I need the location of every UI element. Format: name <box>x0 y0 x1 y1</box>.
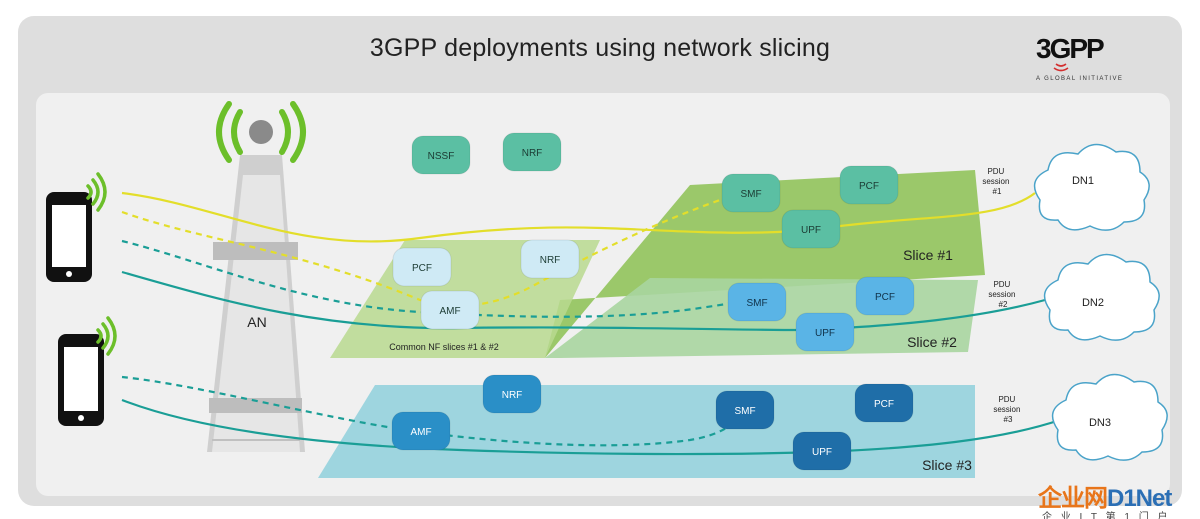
slice2-control-line <box>121 239 751 318</box>
node-pcf2: PCF <box>855 276 915 316</box>
node-smf3-label: SMF <box>734 406 755 417</box>
watermark-sub: 企 业 I T 第 1 门 户 <box>1042 512 1171 519</box>
slice3-user-line <box>121 398 1061 456</box>
node-nssf-label: NSSF <box>428 151 455 162</box>
node-amf-common: AMF <box>420 290 480 330</box>
slice1-plane <box>545 170 985 358</box>
node-amf3-box <box>391 411 451 451</box>
dn2-cloud <box>1043 253 1160 341</box>
node-smf3: SMF <box>715 390 775 430</box>
node-pcf2-label: PCF <box>875 292 895 303</box>
node-pcf-common-label: PCF <box>412 263 432 274</box>
pdu2-line3: #2 <box>999 300 1008 309</box>
node-smf3-box <box>715 390 775 430</box>
node-upf1-label: UPF <box>801 225 821 236</box>
node-upf3-label: UPF <box>812 447 832 458</box>
access-node-tower <box>207 101 306 452</box>
node-upf1: UPF <box>781 209 841 249</box>
node-nrf-common-box <box>520 239 580 279</box>
node-nrf-top: NRF <box>502 132 562 172</box>
slice3-label: Slice #3 <box>922 457 972 473</box>
slice2-label: Slice #2 <box>907 334 957 350</box>
node-amf3: AMF <box>391 411 451 451</box>
node-smf2-label: SMF <box>746 298 767 309</box>
dn3-label: DN3 <box>1089 417 1111 429</box>
dn2-label: DN2 <box>1082 297 1104 309</box>
node-upf2-label: UPF <box>815 328 835 339</box>
phone-1-icon <box>46 172 107 282</box>
common-nf-label: Common NF slices #1 & #2 <box>389 342 499 352</box>
dn1-cloud <box>1033 143 1150 231</box>
access-node-label: AN <box>247 314 266 330</box>
dn1-label: DN1 <box>1072 175 1094 187</box>
pdu1-line1: PDU <box>987 167 1004 176</box>
logo-tagline: A GLOBAL INITIATIVE <box>1036 76 1124 82</box>
node-pcf2-box <box>855 276 915 316</box>
node-smf1-label: SMF <box>740 189 761 200</box>
node-smf1: SMF <box>721 173 781 213</box>
page-title: 3GPP deployments using network slicing <box>369 34 831 62</box>
nf-nodes: NSSF NRF PCF NRF AMF SMF PCF UPF SMF PCF UPF NRF AMF… <box>391 132 915 471</box>
node-smf2-box <box>727 282 787 322</box>
logo-signal-icon <box>1053 63 1069 72</box>
node-upf3: UPF <box>792 431 852 471</box>
antenna-signal-icon <box>216 101 306 163</box>
node-pcf-common-box <box>392 247 452 287</box>
node-pcf3: PCF <box>854 383 914 423</box>
node-upf2-box <box>795 312 855 352</box>
node-pcf-common: PCF <box>392 247 452 287</box>
node-amf-common-label: AMF <box>439 306 460 317</box>
slice2-user-line <box>121 270 1046 332</box>
logo-mark: 3GPP <box>1036 33 1104 64</box>
pdu3-line1: PDU <box>998 395 1015 404</box>
phone-2-icon <box>58 316 117 426</box>
node-pcf1-box <box>839 165 899 205</box>
svg-text:PDU session #1: PDU session #1 <box>982 167 1011 196</box>
node-nrf3-label: NRF <box>502 390 523 401</box>
pdu1-line2: session <box>982 177 1009 186</box>
svg-text:PDU session #2: PDU session #2 <box>988 280 1017 309</box>
node-nrf3: NRF <box>482 374 542 414</box>
node-pcf3-box <box>854 383 914 423</box>
node-amf3-label: AMF <box>410 427 431 438</box>
node-nrf-common-label: NRF <box>540 255 561 266</box>
node-smf2: SMF <box>727 282 787 322</box>
pdu3-line3: #3 <box>1004 415 1013 424</box>
node-upf2: UPF <box>795 312 855 352</box>
node-upf3-box <box>792 431 852 471</box>
svg-text:PDU session #3: PDU session #3 <box>993 395 1022 424</box>
node-upf1-box <box>781 209 841 249</box>
node-smf1-box <box>721 173 781 213</box>
pdu3-line2: session <box>993 405 1020 414</box>
pdu2-line1: PDU <box>993 280 1010 289</box>
node-nrf-common: NRF <box>520 239 580 279</box>
watermark-brand-a: 企业网 <box>1038 485 1108 512</box>
node-amf-common-box <box>420 290 480 330</box>
pdu2-line2: session <box>988 290 1015 299</box>
node-pcf1: PCF <box>839 165 899 205</box>
watermark-brand-b: D1Net <box>1107 485 1172 512</box>
node-nssf-box <box>411 135 471 175</box>
node-nrf3-box <box>482 374 542 414</box>
pdu1-line3: #1 <box>993 187 1002 196</box>
node-nssf: NSSF <box>411 135 471 175</box>
node-pcf1-label: PCF <box>859 181 879 192</box>
node-nrf-top-label: NRF <box>522 148 543 159</box>
slice1-label: Slice #1 <box>903 247 953 263</box>
watermark: 企业网D1Net 企 业 I T 第 1 门 户 <box>1020 476 1200 519</box>
node-nrf-top-box <box>502 132 562 172</box>
node-pcf3-label: PCF <box>874 399 894 410</box>
slice1-user-line <box>121 191 1036 243</box>
3gpp-logo: 3GPP <box>1034 28 1134 88</box>
dn3-cloud <box>1051 373 1168 461</box>
